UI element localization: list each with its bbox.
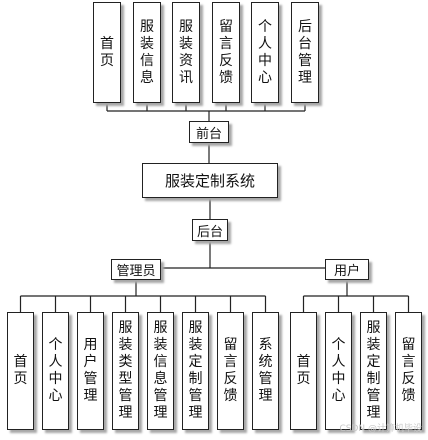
root-node: 服装定制系统 xyxy=(142,163,278,198)
back-node: 后台 xyxy=(192,219,228,241)
admin-module-8: 系统管理 xyxy=(252,312,279,430)
admin-label: 管理员 xyxy=(116,264,156,279)
front-module-4: 留言反馈 xyxy=(212,2,240,103)
front-module-6: 后台管理 xyxy=(291,2,319,103)
root-label: 服装定制系统 xyxy=(164,172,255,190)
admin-module-1: 首页 xyxy=(7,312,34,430)
front-module-3: 服装资讯 xyxy=(172,2,200,103)
user-module-4: 留言反馈 xyxy=(395,312,422,430)
admin-node: 管理员 xyxy=(111,259,161,280)
front-module-5: 个人中心 xyxy=(251,2,279,103)
user-module-1: 首页 xyxy=(290,312,317,430)
front-module-2: 服装信息 xyxy=(133,2,161,103)
front-label: 前台 xyxy=(195,126,222,142)
front-module-1: 首页 xyxy=(93,2,121,103)
admin-module-4: 服装类型管理 xyxy=(112,312,139,430)
admin-module-5: 服装信息管理 xyxy=(147,312,174,430)
user-label: 用户 xyxy=(333,264,360,279)
watermark: CSDN @计算机毕设 xyxy=(339,424,422,434)
admin-module-3: 用户管理 xyxy=(77,312,104,430)
admin-module-2: 个人中心 xyxy=(42,312,69,430)
back-label: 后台 xyxy=(196,224,223,240)
user-module-2: 个人中心 xyxy=(325,312,352,430)
front-node: 前台 xyxy=(189,121,229,143)
admin-module-7: 留言反馈 xyxy=(217,312,244,430)
user-module-3: 服装定制管理 xyxy=(360,312,387,430)
user-node: 用户 xyxy=(325,259,369,280)
admin-module-6: 服装定制管理 xyxy=(182,312,209,430)
